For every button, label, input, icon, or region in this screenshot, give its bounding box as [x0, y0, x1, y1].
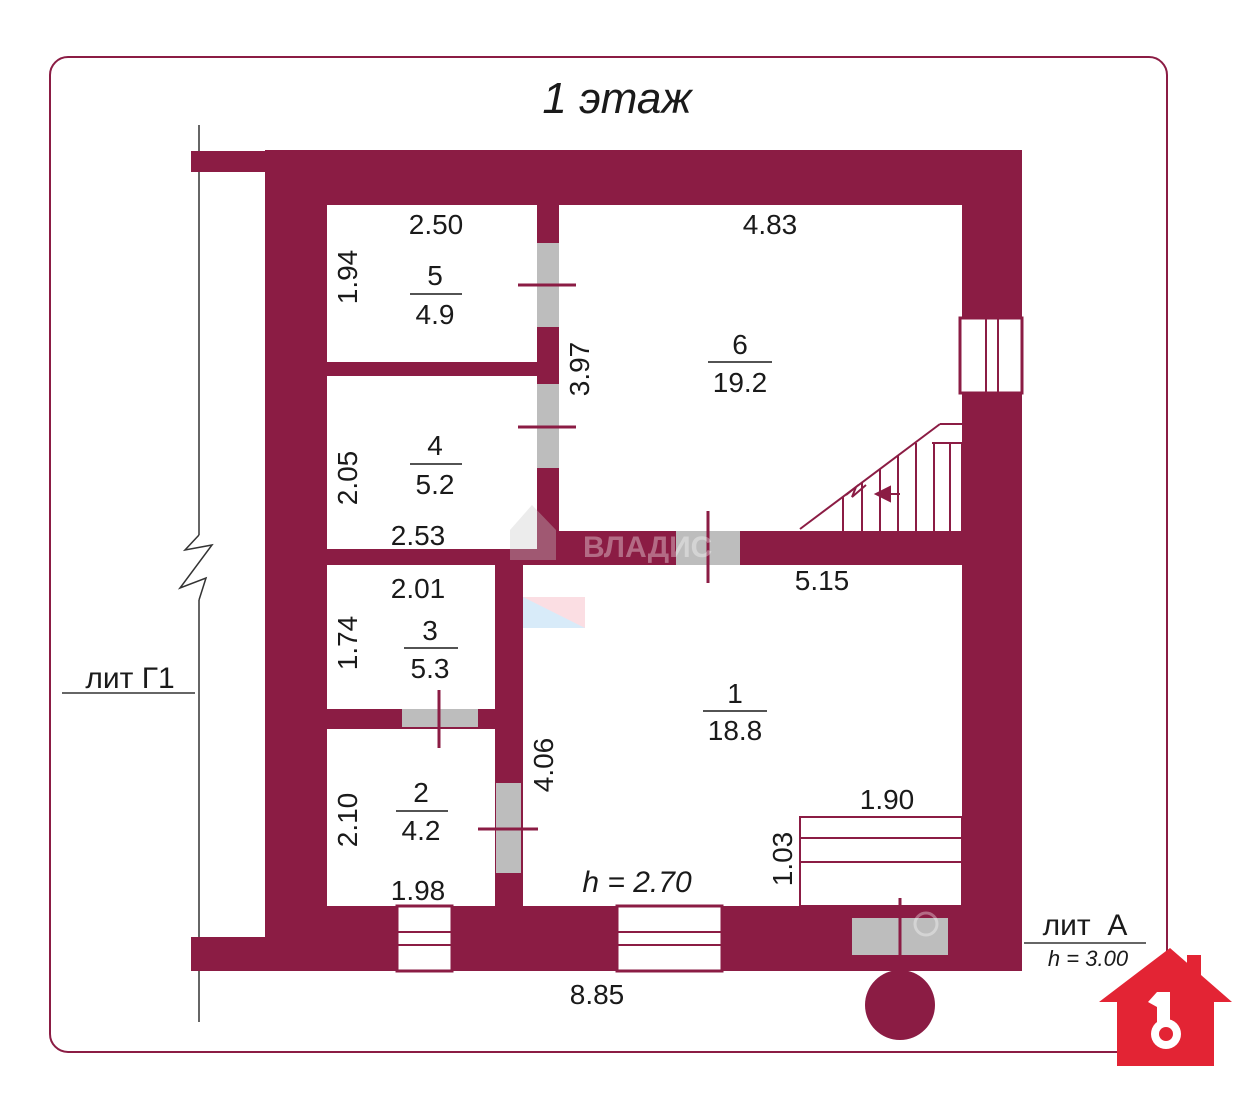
building-walls	[265, 150, 1022, 971]
plan-title: 1 этаж	[542, 74, 693, 123]
watermark-flag-icon	[523, 597, 585, 628]
svg-text:5.3: 5.3	[411, 653, 450, 684]
watermark-pin-icon	[913, 911, 939, 937]
window-room1	[615, 904, 724, 973]
room-1-height: 4.06	[528, 738, 559, 793]
window-room2	[395, 904, 454, 973]
windows	[395, 316, 1024, 973]
room-5-height: 1.94	[332, 250, 363, 305]
svg-text:1: 1	[727, 678, 743, 709]
room-1-label: 1 18.8	[703, 678, 767, 746]
annex-bottom-wall	[191, 937, 269, 971]
svg-text:4.2: 4.2	[402, 815, 441, 846]
room-6-width: 4.83	[743, 209, 798, 240]
watermark-house-icon	[510, 505, 556, 560]
stairs-width: 1.90	[860, 784, 915, 815]
arrow-left-icon	[873, 485, 891, 503]
room-2-width: 1.98	[391, 875, 446, 906]
stairs-lower	[799, 816, 963, 907]
room-2-height: 2.10	[332, 793, 363, 848]
svg-text:5: 5	[427, 260, 443, 291]
room-3-width: 2.01	[391, 573, 446, 604]
svg-text:19.2: 19.2	[713, 367, 768, 398]
annex-g1: лит Г1	[62, 125, 269, 1022]
watermark-text: ВЛАДИС	[583, 531, 712, 564]
room-2-label: 2 4.2	[396, 777, 448, 846]
watermark-flag-blue	[523, 597, 585, 628]
svg-text:3: 3	[422, 615, 438, 646]
room-4-label: 4 5.2	[410, 430, 462, 500]
room-5-width: 2.50	[409, 209, 464, 240]
room-5-label: 5 4.9	[410, 260, 462, 330]
room-4-width: 2.53	[391, 520, 446, 551]
svg-text:6: 6	[732, 329, 748, 360]
ceiling-height: h = 2.70	[582, 866, 692, 899]
watermark: ВЛАДИС	[510, 505, 939, 937]
svg-text:18.8: 18.8	[708, 715, 763, 746]
svg-text:5.2: 5.2	[416, 469, 455, 500]
break-mark-icon	[177, 534, 214, 601]
svg-text:2: 2	[413, 777, 429, 808]
plan-frame	[49, 56, 1168, 1053]
room-3-height: 1.74	[332, 616, 363, 671]
window-room6	[958, 316, 1024, 395]
room-4-height: 2.05	[332, 451, 363, 506]
room-1-width: 5.15	[795, 565, 850, 596]
room-6-height: 3.97	[564, 342, 595, 397]
room-3-label: 3 5.3	[404, 615, 458, 684]
stairs-break-icon	[845, 483, 867, 498]
stairs-upper	[799, 423, 963, 531]
building-height: h = 3.00	[1048, 946, 1129, 971]
doors	[402, 243, 948, 975]
svg-text:4: 4	[427, 430, 443, 461]
svg-text:4.9: 4.9	[416, 299, 455, 330]
room-6-label: 6 19.2	[708, 329, 772, 398]
annex-top-wall	[191, 151, 269, 172]
stairs-height: 1.03	[767, 832, 798, 887]
porch-circle	[865, 970, 935, 1040]
building-label: лит А h = 3.00	[1024, 909, 1146, 971]
house-key-icon	[1099, 948, 1232, 1066]
overall-width: 8.85	[570, 979, 625, 1010]
building-label-text: лит А	[1043, 909, 1128, 942]
annex-label: лит Г1	[85, 662, 174, 695]
